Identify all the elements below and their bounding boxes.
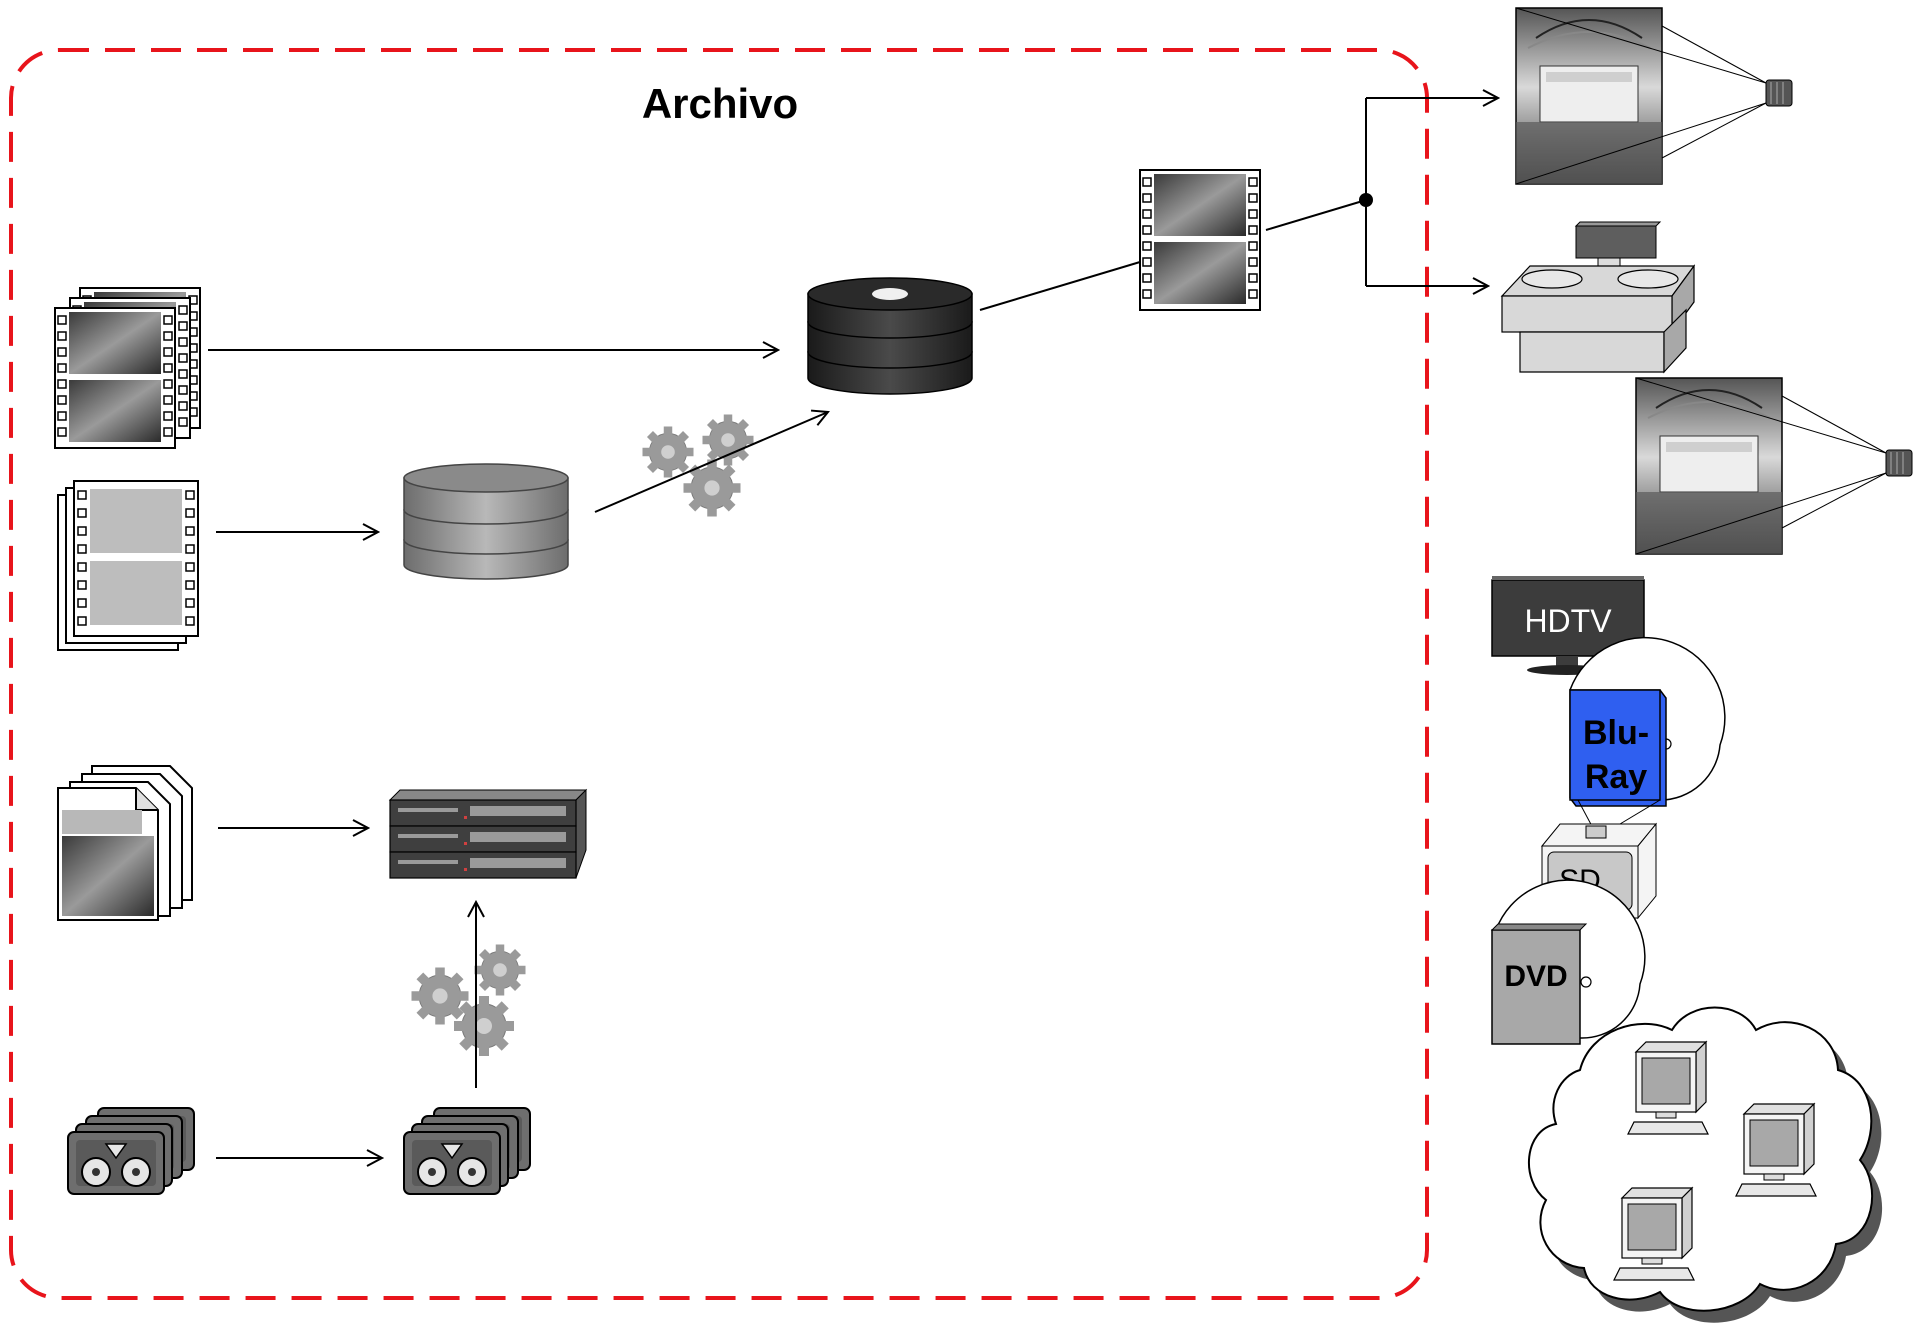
dvd-case-icon: DVD <box>1490 879 1646 1045</box>
tv-icon: HDTV <box>1491 576 1645 675</box>
videotape-stack-icon <box>403 1107 531 1195</box>
server-rack-icon <box>388 788 588 879</box>
connectors <box>208 98 1498 1158</box>
bluray-label-line2: Ray <box>1585 758 1647 796</box>
archive-title: Archivo <box>642 80 798 127</box>
storage-disk-stack-icon <box>807 277 973 395</box>
archive-boundary <box>9 48 1429 1300</box>
videotape-stack-icon <box>67 1107 195 1195</box>
dvd-label: DVD <box>1504 960 1567 993</box>
image-file-stack-icon <box>57 765 193 921</box>
database-icon <box>403 463 569 580</box>
negative-film-stack-icon <box>57 480 199 651</box>
cinema-projection-icon <box>1635 377 1913 555</box>
hdtv-label: HDTV <box>1524 603 1612 639</box>
gears-icon <box>642 414 754 517</box>
film-strip-icon <box>1139 169 1261 311</box>
gears-icon <box>411 944 526 1057</box>
film-projector-icon <box>1500 221 1696 374</box>
film-stack-icon <box>54 287 201 449</box>
network-cloud-icon <box>1527 1006 1883 1323</box>
cinema-projection-icon <box>1515 7 1793 185</box>
bluray-label-line1: Blu- <box>1583 714 1649 752</box>
bluray-case-icon: Blu- Ray <box>1569 636 1726 807</box>
junction-dot <box>1359 193 1373 207</box>
